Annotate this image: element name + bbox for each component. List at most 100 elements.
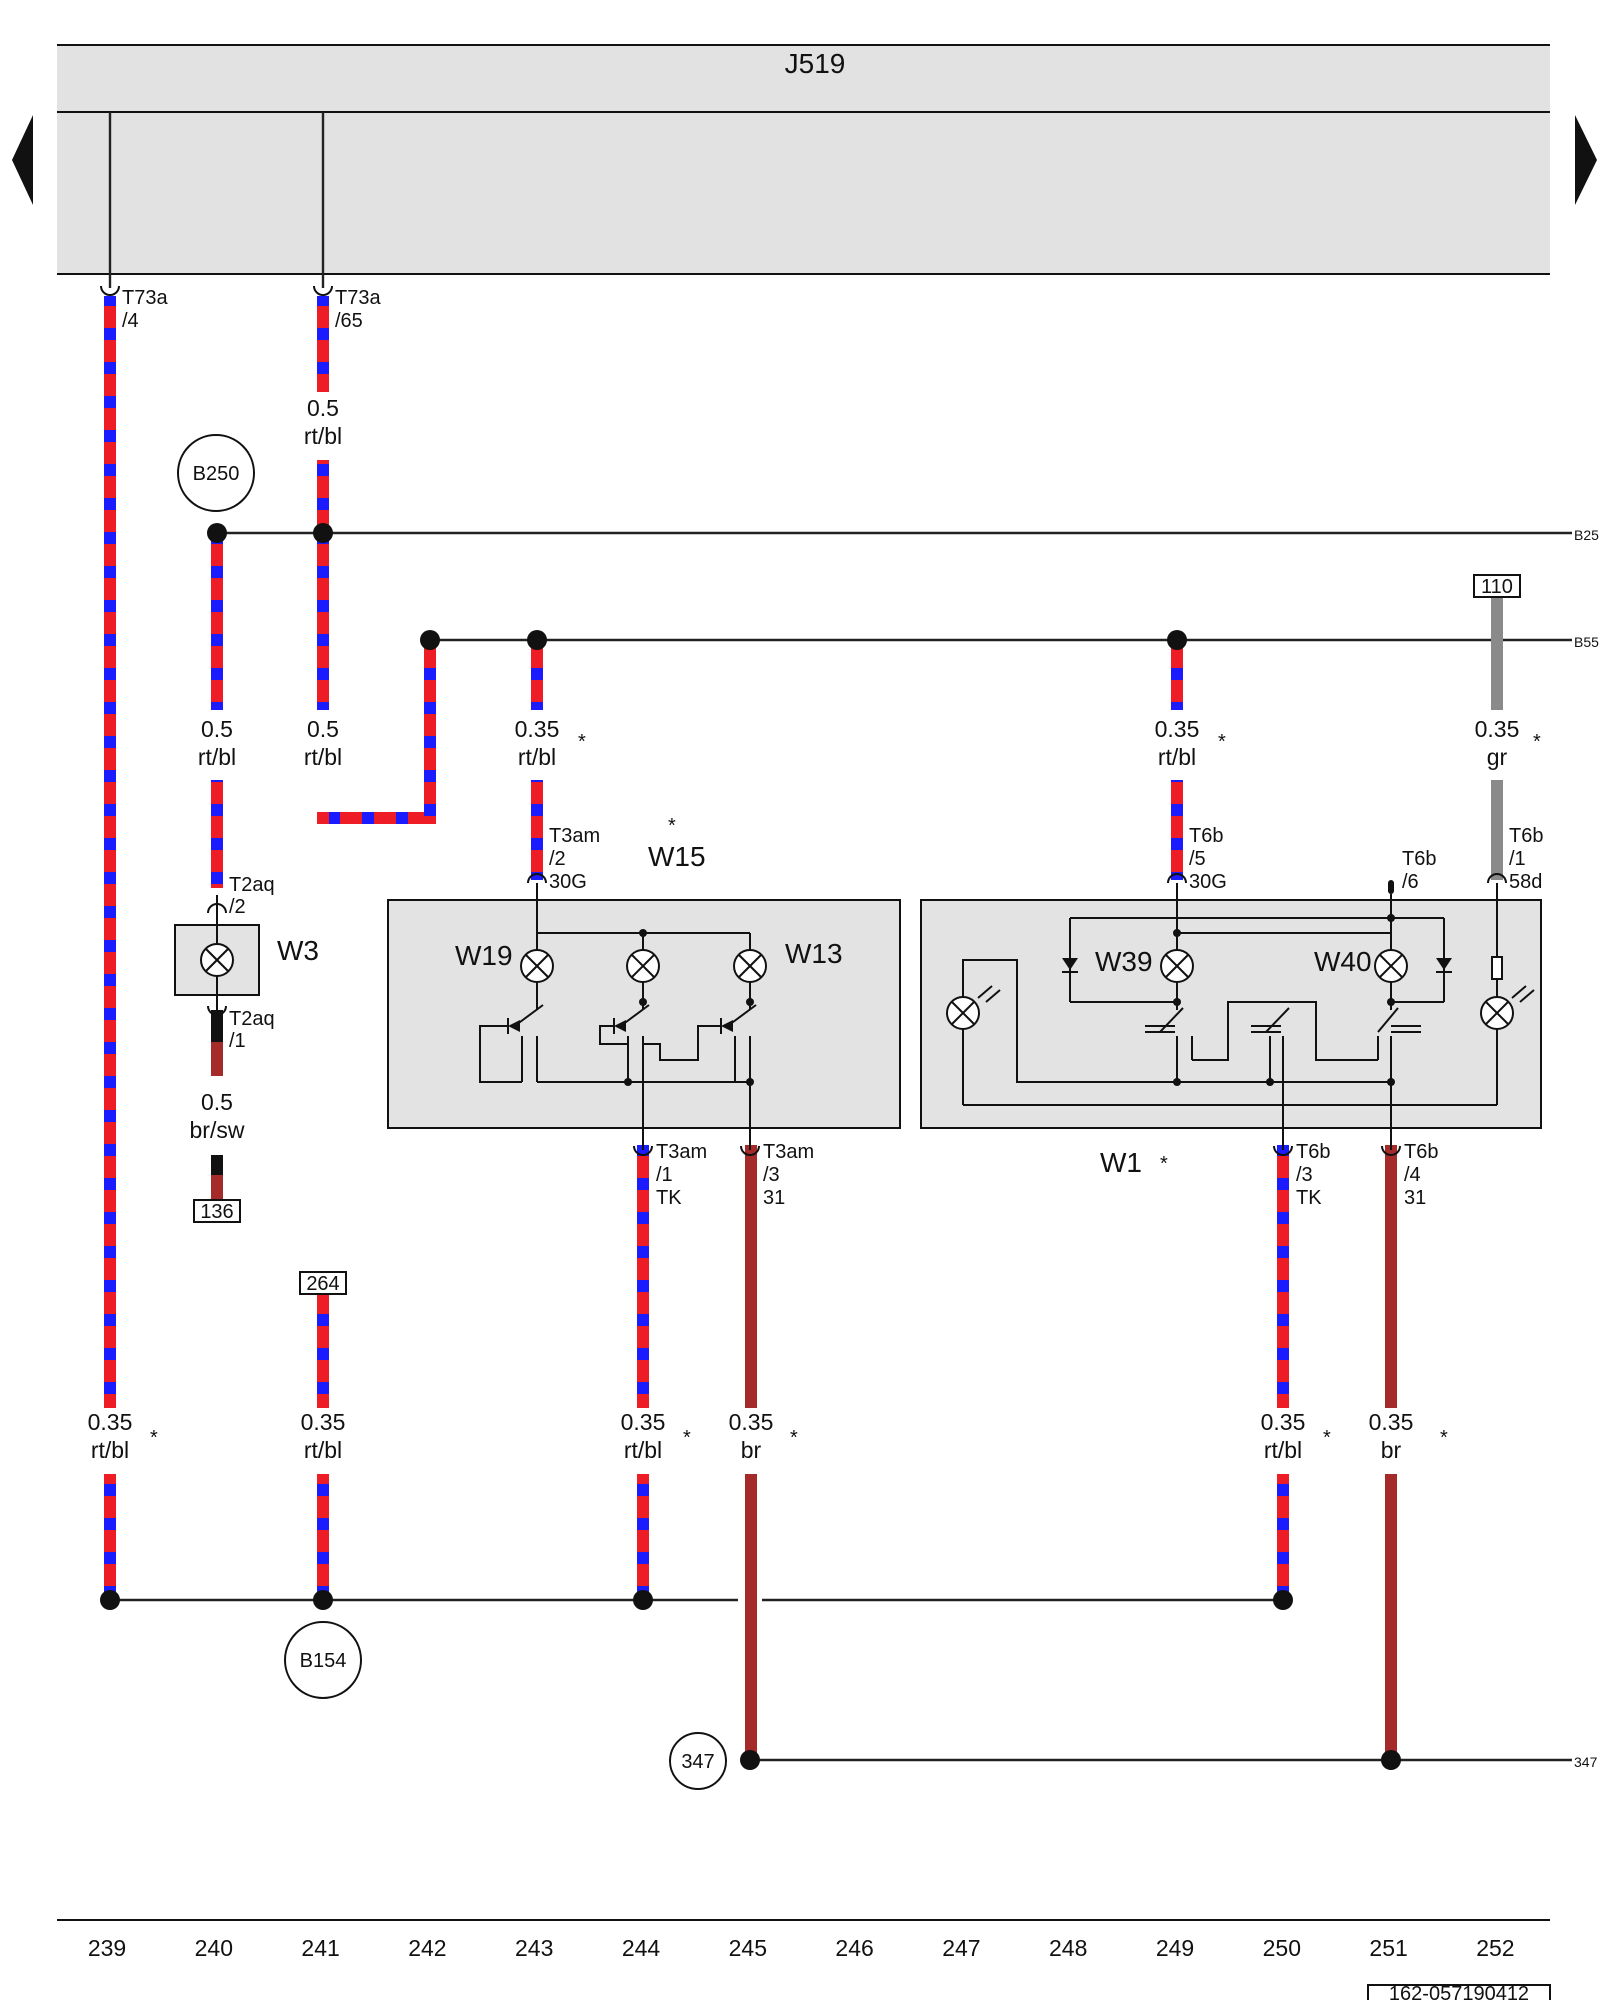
wire-color: gr xyxy=(1487,744,1508,770)
connector-t3am-3 xyxy=(740,1145,760,1156)
arrow-right-icon[interactable] xyxy=(1575,115,1597,205)
connector-pin: T6b xyxy=(1509,825,1543,847)
wire-color: rt/bl xyxy=(624,1437,662,1463)
wire-grey xyxy=(1491,596,1503,880)
cross-ref-264-label: 264 xyxy=(306,1273,339,1295)
wire-color: rt/bl xyxy=(198,744,236,770)
wire-labels: 0.5 rt/bl 0.5 rt/bl 0.5 rt/bl 0.35 rt/bl… xyxy=(88,395,1520,1463)
wire-size: 0.5 xyxy=(307,716,339,742)
connector-num: /1 xyxy=(656,1164,673,1186)
wire-size: 0.5 xyxy=(307,395,339,421)
cross-ref-136-label: 136 xyxy=(200,1201,233,1223)
wire-size: 0.35 xyxy=(1155,716,1200,742)
connector-num: /2 xyxy=(549,848,566,870)
wire-size: 0.35 xyxy=(1261,1409,1306,1435)
connector-pin: T6b xyxy=(1404,1141,1438,1163)
splice-347-label: 347 xyxy=(681,1751,714,1773)
switch-icon xyxy=(720,1004,757,1082)
connector-num: /1 xyxy=(229,1030,246,1052)
asterisk: * xyxy=(668,815,676,837)
connector-term: 58d xyxy=(1509,871,1542,893)
arrow-left-icon[interactable] xyxy=(12,115,33,205)
wire-color: rt/bl xyxy=(304,744,342,770)
switch-icon xyxy=(1377,1007,1421,1150)
wire-size: 0.35 xyxy=(621,1409,666,1435)
switch-icon xyxy=(1251,1007,1290,1150)
splice-b250 xyxy=(177,434,255,512)
connector-t73a-4 xyxy=(100,285,120,296)
diode-icon xyxy=(1436,958,1452,970)
wire-size: 0.5 xyxy=(201,1089,233,1115)
connector-pin: T2aq xyxy=(229,1008,275,1030)
doc-id: 162-057190412 xyxy=(1389,1983,1529,2000)
switch-icon xyxy=(1145,1007,1193,1082)
doc-id-box xyxy=(1367,1984,1551,2000)
connector-num: /5 xyxy=(1189,848,1206,870)
asterisk: * xyxy=(1533,731,1541,753)
connector-t73a-4-pin: T73a xyxy=(122,287,168,309)
splice-347 xyxy=(669,1732,727,1790)
connector-t73a-4-num: /4 xyxy=(122,310,139,332)
connector-t6b-4 xyxy=(1381,1145,1401,1156)
control-unit-name: J519 xyxy=(785,48,846,79)
component-label: W40 xyxy=(1314,946,1372,977)
component-label: W19 xyxy=(455,940,513,971)
asterisk: * xyxy=(578,731,586,753)
connector-num: /3 xyxy=(1296,1164,1313,1186)
wire-color: br xyxy=(741,1437,762,1463)
wire-size: 0.35 xyxy=(515,716,560,742)
wires-brown xyxy=(745,1145,1397,1760)
asterisk: * xyxy=(1323,1427,1331,1449)
switch-icon xyxy=(507,1004,544,1082)
edge-ref-347: 347 xyxy=(1574,1754,1598,1770)
asterisk: * xyxy=(683,1427,691,1449)
asterisk: * xyxy=(1160,1153,1168,1175)
current-path-number: 242 xyxy=(408,1935,446,1961)
splice-b250-label: B250 xyxy=(193,463,240,485)
current-path-number: 245 xyxy=(729,1935,767,1961)
control-unit-body xyxy=(57,45,1550,275)
connector-term: TK xyxy=(656,1187,682,1209)
connector-num: /1 xyxy=(1509,848,1526,870)
connector-pin: T2aq xyxy=(229,874,275,896)
connector-term: 31 xyxy=(1404,1187,1426,1209)
asterisk: * xyxy=(150,1427,158,1449)
wire-color: rt/bl xyxy=(91,1437,129,1463)
current-path-number: 239 xyxy=(88,1935,126,1961)
wire-size: 0.35 xyxy=(301,1409,346,1435)
wire-size: 0.35 xyxy=(1475,716,1520,742)
connector-term: 31 xyxy=(763,1187,785,1209)
connector-pin: T6b xyxy=(1189,825,1223,847)
current-path-number: 246 xyxy=(835,1935,873,1961)
cross-ref-264 xyxy=(299,1271,347,1295)
connector-pin: T3am xyxy=(656,1141,707,1163)
splice-b154-label: B154 xyxy=(300,1650,347,1672)
asterisk: * xyxy=(1218,731,1226,753)
wire-color: br/sw xyxy=(190,1117,245,1143)
cross-ref-136 xyxy=(193,1199,241,1223)
connector-term: 30G xyxy=(549,871,587,893)
component-label: W15 xyxy=(648,841,706,872)
cross-ref-110 xyxy=(1473,574,1521,598)
connector-pin: T3am xyxy=(763,1141,814,1163)
component-group-w15: W15 W19 W13 T3am /2 30G xyxy=(387,825,901,1209)
current-path-number: 250 xyxy=(1263,1935,1301,1961)
component-group-w1: W1 W39 W40 T6b /5 30G T6b /6 T6b /1 58d xyxy=(920,825,1543,1209)
wire-size: 0.5 xyxy=(201,716,233,742)
current-path-number: 249 xyxy=(1156,1935,1194,1961)
cross-ref-110-label: 110 xyxy=(1481,576,1513,598)
connector-t6b-3 xyxy=(1273,1145,1293,1156)
connector-t73a-65-pin: T73a xyxy=(335,287,381,309)
wire-br-sw xyxy=(211,1010,223,1203)
control-unit-j519: J519 xyxy=(57,44,1550,275)
connector-term: TK xyxy=(1296,1187,1322,1209)
connector-t3am-2 xyxy=(527,873,547,884)
connector-num: /2 xyxy=(229,896,246,918)
connector-term: 30G xyxy=(1189,871,1227,893)
component-label: W39 xyxy=(1095,946,1153,977)
component-label: W3 xyxy=(277,935,319,966)
connector-num: /3 xyxy=(763,1164,780,1186)
edge-ref-b250: B25 xyxy=(1574,527,1599,543)
connector-t6b-1 xyxy=(1487,873,1507,884)
